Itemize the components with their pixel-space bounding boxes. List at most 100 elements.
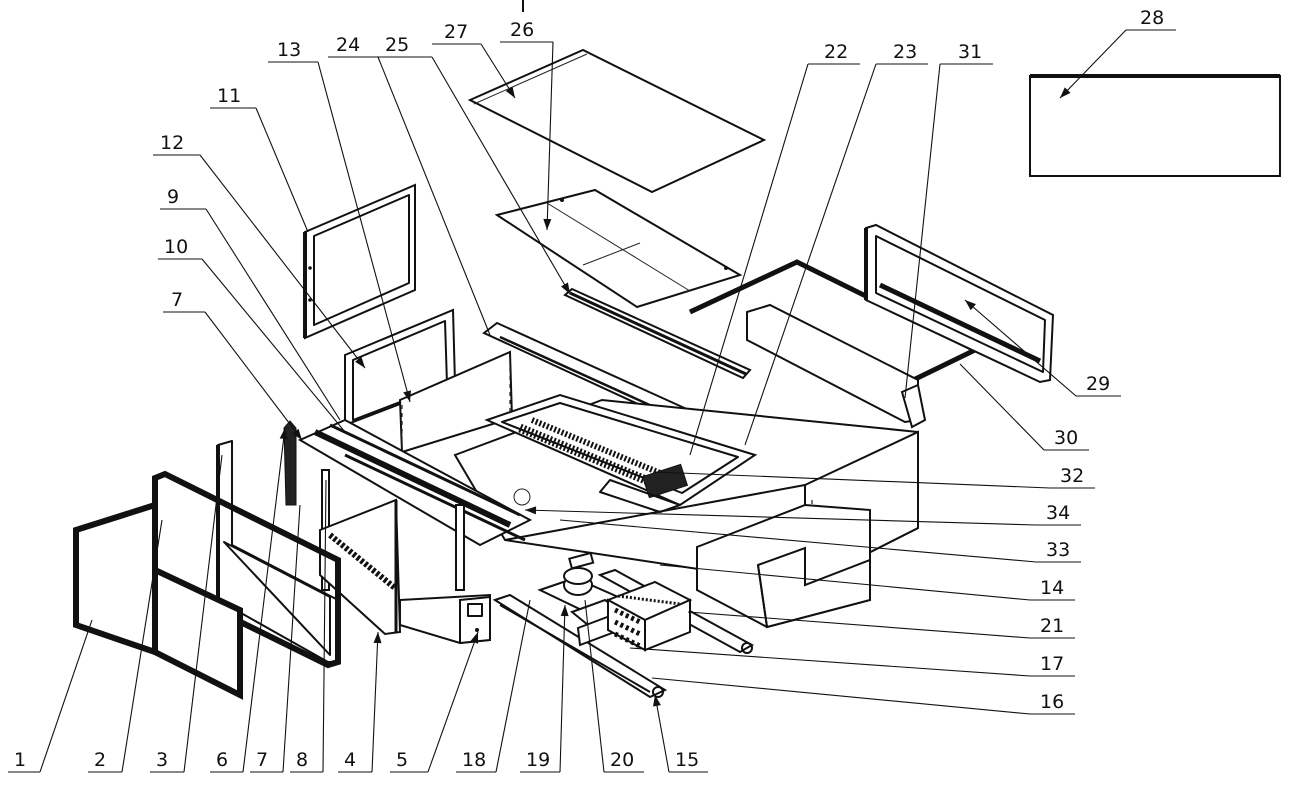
callout-number: 13 bbox=[277, 39, 301, 61]
part-25-rail bbox=[563, 287, 752, 380]
callout-19: 19 bbox=[520, 604, 569, 773]
callout-2: 2 bbox=[88, 519, 163, 773]
callout-number: 33 bbox=[1046, 539, 1070, 561]
callout-leader bbox=[322, 479, 327, 773]
callout-number: 2 bbox=[94, 749, 106, 771]
callout-33: 33 bbox=[559, 519, 1081, 563]
callout-leader bbox=[546, 41, 554, 231]
callout-leader bbox=[687, 611, 1031, 639]
part-34-fitting bbox=[513, 488, 531, 506]
callout-arrowhead bbox=[653, 695, 661, 707]
callout-number: 10 bbox=[164, 236, 188, 258]
callout-number: 3 bbox=[156, 749, 168, 771]
callout-29: 29 bbox=[964, 299, 1121, 397]
callout-leader bbox=[183, 454, 223, 773]
callout-arrowhead bbox=[505, 86, 515, 98]
callout-arrowhead bbox=[355, 356, 365, 368]
callout-arrowhead bbox=[560, 605, 569, 617]
callout-5: 5 bbox=[390, 631, 479, 773]
callout-number: 18 bbox=[462, 749, 486, 771]
callout-leader bbox=[1059, 29, 1127, 99]
callout-leader bbox=[629, 647, 1031, 677]
callout-7b: 7 bbox=[250, 504, 301, 773]
callout-arrowhead bbox=[965, 300, 976, 311]
callout-number: 8 bbox=[296, 749, 308, 771]
callout-leader bbox=[654, 471, 1051, 489]
callout-22: 22 bbox=[689, 41, 860, 456]
callout-arrowhead bbox=[470, 632, 479, 644]
callout-leader bbox=[654, 694, 670, 773]
callout-16: 16 bbox=[651, 677, 1075, 715]
callout-leader bbox=[964, 299, 1077, 397]
callout-arrowhead bbox=[525, 506, 537, 515]
callout-number: 11 bbox=[217, 85, 241, 107]
callout-leader bbox=[904, 63, 941, 399]
callout-25: 25 bbox=[378, 34, 571, 295]
part-26-lid-panels bbox=[494, 188, 743, 309]
callout-10: 10 bbox=[158, 236, 346, 433]
callout-number: 19 bbox=[526, 749, 550, 771]
callout-leader bbox=[377, 56, 491, 336]
callout-arrowhead bbox=[403, 390, 411, 402]
part-22-top-tray bbox=[484, 393, 758, 513]
part-21-condenser bbox=[605, 580, 693, 652]
callout-leader bbox=[584, 599, 605, 773]
callout-number: 24 bbox=[336, 34, 360, 56]
callout-20: 20 bbox=[584, 599, 644, 773]
callout-leader bbox=[199, 154, 366, 369]
callout-number: 23 bbox=[893, 41, 917, 63]
callout-8: 8 bbox=[290, 479, 327, 773]
callout-number: 12 bbox=[160, 132, 184, 154]
callout-arrowhead bbox=[1060, 87, 1071, 98]
callout-leader bbox=[255, 107, 309, 233]
callout-number: 4 bbox=[344, 749, 356, 771]
callout-leader bbox=[659, 564, 1031, 601]
callout-number: 20 bbox=[610, 749, 634, 771]
callout-4: 4 bbox=[338, 631, 382, 773]
callout-number: 25 bbox=[385, 34, 409, 56]
callout-arrowhead bbox=[373, 632, 382, 644]
callout-number: 7 bbox=[171, 289, 183, 311]
callout-21: 21 bbox=[687, 611, 1075, 639]
callout-24: 24 bbox=[328, 34, 491, 336]
callout-11: 11 bbox=[210, 85, 309, 233]
callout-7a: 7 bbox=[163, 289, 303, 441]
callout-leader bbox=[317, 61, 411, 403]
callout-number: 27 bbox=[444, 21, 468, 43]
part-7-upper-frame bbox=[297, 418, 533, 547]
callout-number: 30 bbox=[1054, 427, 1078, 449]
callout-arrowhead bbox=[292, 428, 302, 440]
callout-12: 12 bbox=[153, 132, 366, 369]
callout-leader bbox=[201, 258, 346, 433]
callout-number: 16 bbox=[1040, 691, 1064, 713]
callout-leader bbox=[559, 604, 566, 773]
callout-leader bbox=[39, 619, 93, 773]
callout-34: 34 bbox=[524, 502, 1081, 526]
callout-number: 9 bbox=[167, 186, 179, 208]
part-1-front-door bbox=[73, 500, 243, 700]
callout-30: 30 bbox=[959, 363, 1089, 451]
callout-14: 14 bbox=[659, 564, 1075, 601]
callout-number: 14 bbox=[1040, 577, 1064, 599]
callout-leader bbox=[282, 504, 301, 773]
callout-number: 7 bbox=[256, 749, 268, 771]
callout-28: 28 bbox=[1059, 7, 1176, 99]
part-28-sheet bbox=[1029, 74, 1281, 177]
callout-31: 31 bbox=[904, 41, 993, 399]
callout-leader bbox=[524, 509, 1037, 526]
part-27-top-glass bbox=[467, 48, 767, 194]
callout-leader bbox=[242, 427, 286, 773]
callout-26: 26 bbox=[500, 19, 554, 231]
part-5-control-box bbox=[399, 593, 491, 645]
callout-leader bbox=[559, 519, 1037, 563]
callout-15: 15 bbox=[653, 694, 708, 773]
callout-number: 34 bbox=[1046, 502, 1070, 524]
callout-number: 21 bbox=[1040, 615, 1064, 637]
callout-6: 6 bbox=[210, 427, 288, 773]
callout-number: 1 bbox=[14, 749, 26, 771]
callout-leader bbox=[205, 208, 341, 421]
callout-arrowhead bbox=[561, 282, 570, 294]
callout-leader bbox=[744, 63, 877, 446]
